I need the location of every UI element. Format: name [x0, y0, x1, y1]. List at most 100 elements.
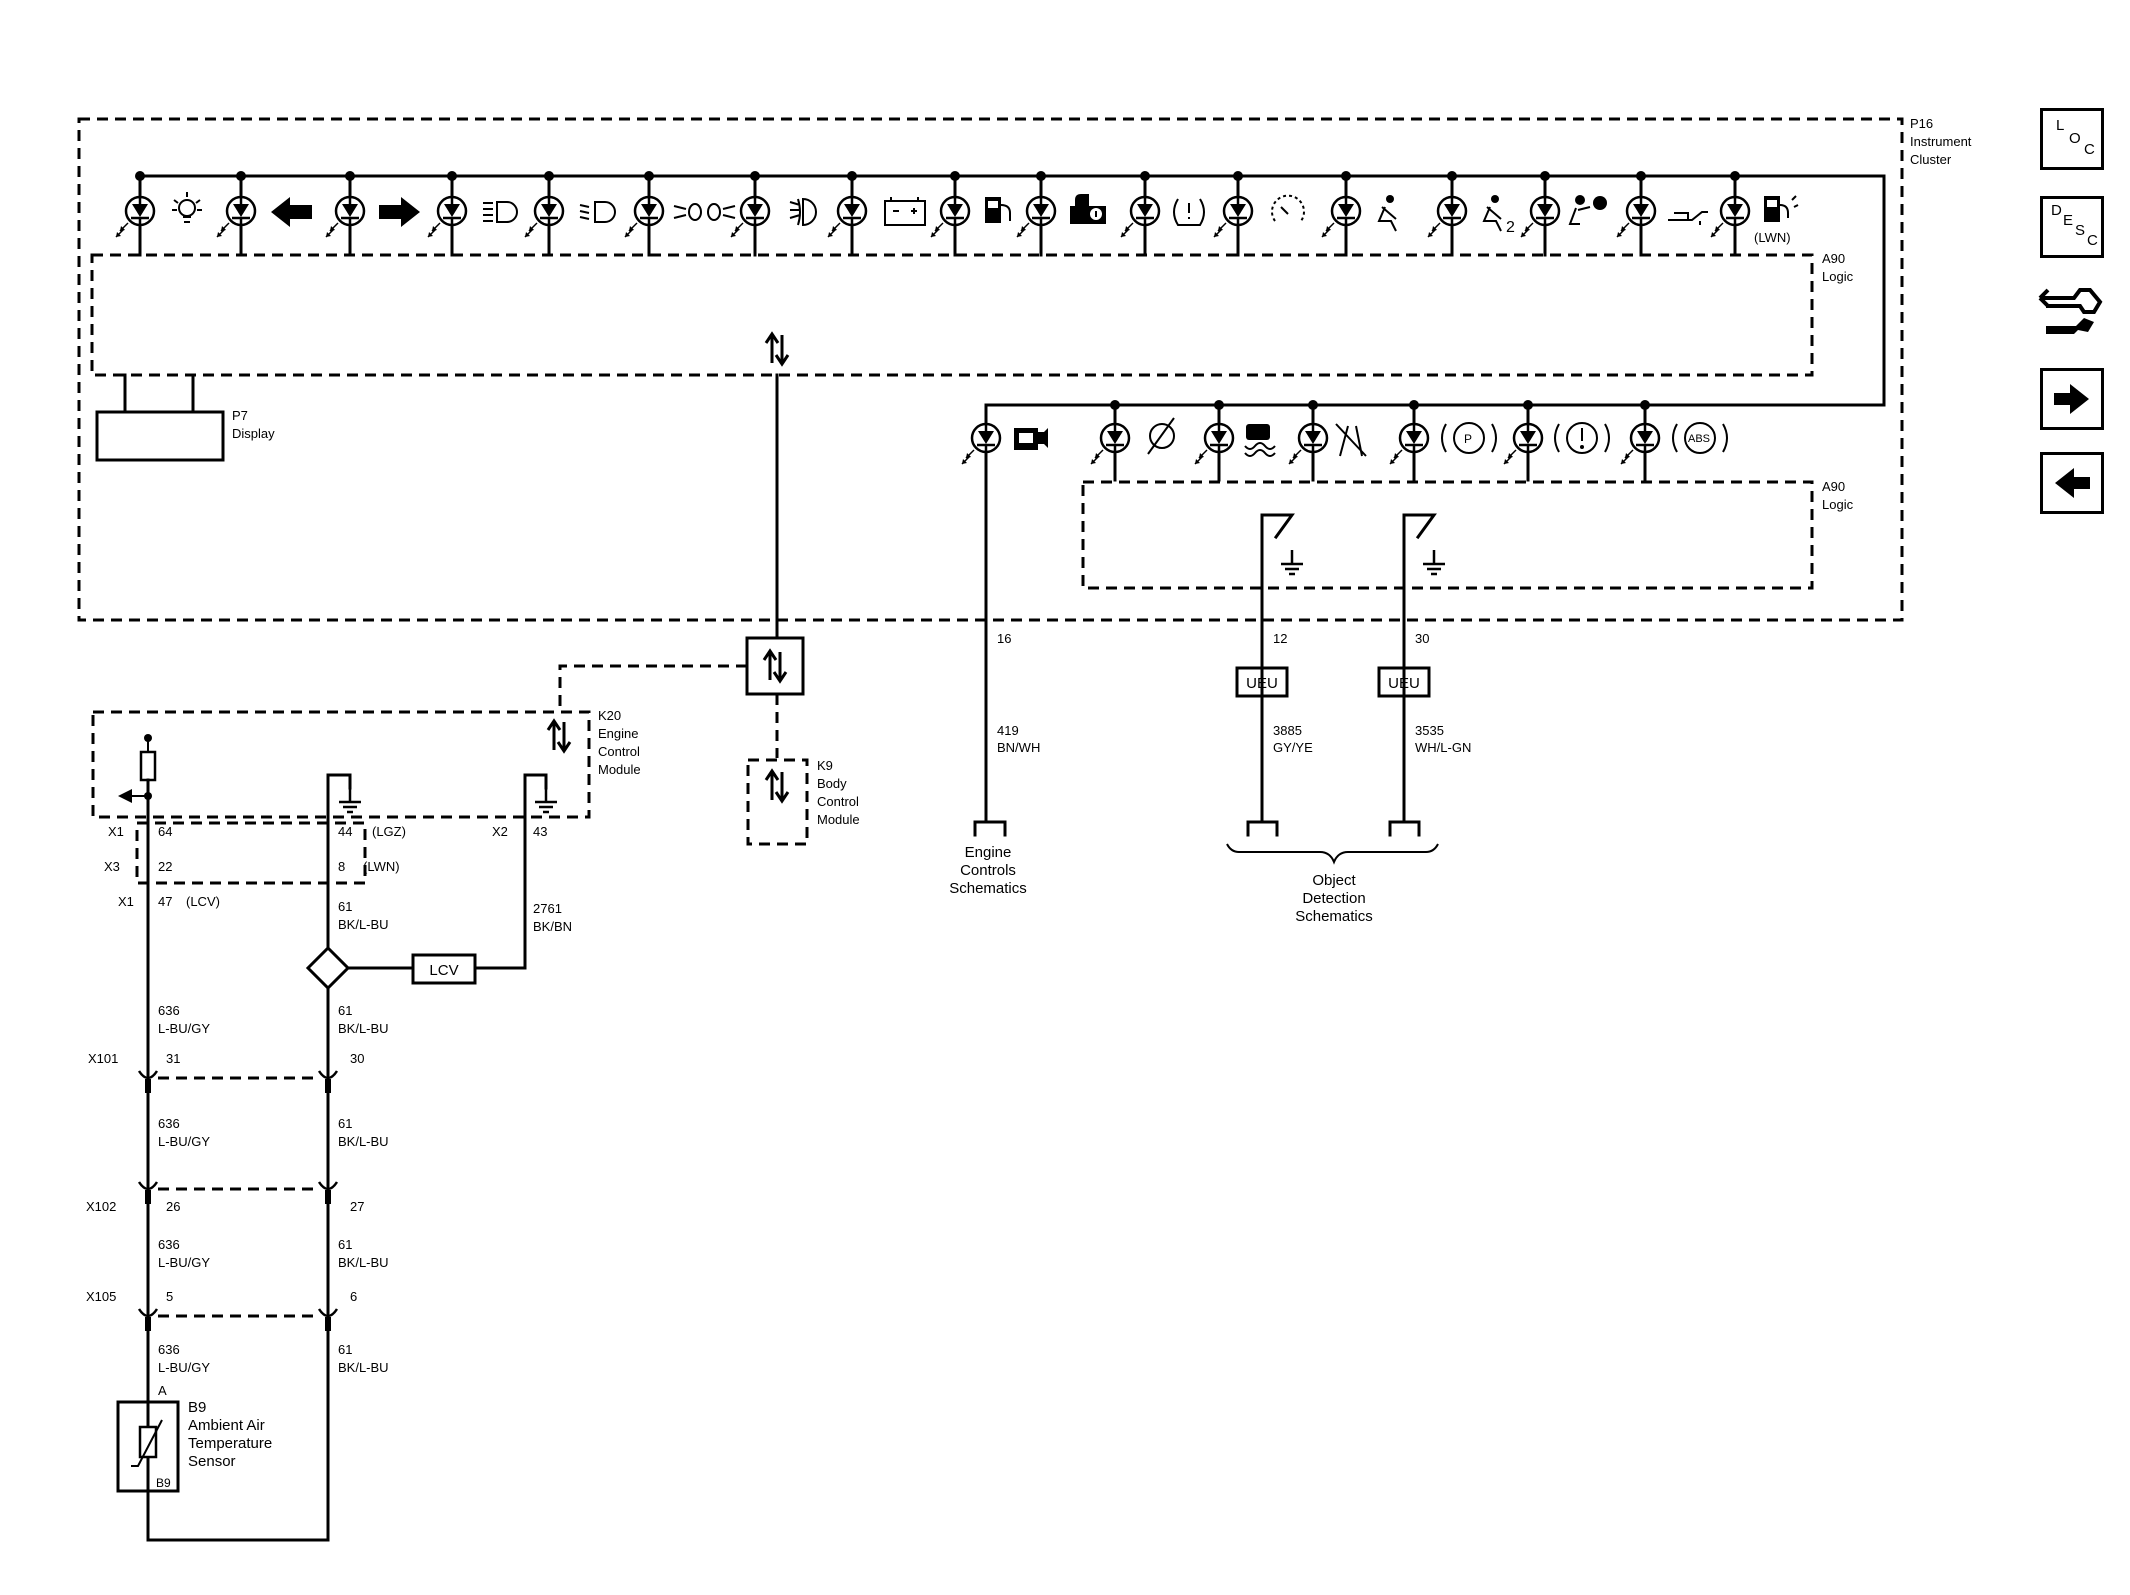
- x1b-label: X1: [118, 894, 134, 909]
- c2761: 2761: [533, 901, 562, 916]
- x3-option-box: [135, 821, 367, 885]
- option-lcv: (LCV): [186, 894, 220, 909]
- connector-wrench-icon: [2038, 288, 2103, 334]
- k20-l1: Engine: [598, 726, 638, 741]
- desc-letter-c: C: [2087, 232, 2098, 249]
- c2761-color: BK/BN: [533, 919, 572, 934]
- c61-d: 61: [338, 1237, 352, 1252]
- park-brake-icon: [1441, 422, 1497, 454]
- loc-letter-c: C: [2084, 141, 2095, 158]
- abs-letters: ABS: [1688, 433, 1710, 445]
- b9-tag: B9: [156, 1476, 171, 1490]
- p7-display-box: [95, 410, 225, 462]
- location-button[interactable]: L O C: [2040, 108, 2104, 170]
- a90-lower-id: A90: [1822, 479, 1845, 494]
- x105-pin-5: 5: [166, 1289, 173, 1304]
- x3-label: X3: [104, 859, 120, 874]
- passenger-seatbelt-icon: [1482, 195, 1502, 232]
- fog-lamp-icon: [789, 197, 817, 227]
- arrow-right-icon: [2054, 384, 2089, 414]
- x102-label: X102: [86, 1199, 116, 1214]
- b9-l3: Sensor: [188, 1453, 236, 1470]
- c61-a-color: BK/L-BU: [338, 917, 389, 932]
- a90-logic-upper-box: [90, 253, 1814, 377]
- top-indicator-lamps: [114, 174, 1751, 257]
- high-beam-icon: [483, 201, 518, 223]
- c636-c-color: L-BU/GY: [158, 1255, 210, 1270]
- x102-pin-27: 27: [350, 1199, 364, 1214]
- desc-letter-d: D: [2051, 202, 2062, 219]
- p16-label: P16: [1910, 116, 1933, 131]
- serial-data-gateway-box: [745, 636, 805, 696]
- previous-page-button[interactable]: [2040, 452, 2104, 514]
- x1-pin-64: 64: [158, 824, 172, 839]
- x101-label: X101: [88, 1051, 118, 1066]
- c61-e-color: BK/L-BU: [338, 1360, 389, 1375]
- object-ref-l3: Schematics: [1295, 908, 1373, 925]
- c636-d-color: L-BU/GY: [158, 1360, 210, 1375]
- lower-indicator-lamps: [960, 422, 1661, 466]
- loc-letter-l: L: [2056, 117, 2065, 134]
- x1-pin-44: 44: [338, 824, 352, 839]
- object-ref-l1: Object: [1312, 872, 1356, 889]
- option-lgz: (LGZ): [372, 824, 406, 839]
- k20-engine-control-module-box: [91, 710, 591, 819]
- k9-id: K9: [817, 758, 833, 773]
- k9-l1: Body: [817, 776, 847, 791]
- c61-b: 61: [338, 1003, 352, 1018]
- b9-pin-a: A: [158, 1383, 167, 1398]
- x101-pin-31: 31: [166, 1051, 180, 1066]
- fuel-low-icon: [985, 197, 1011, 223]
- x105-pin-6: 6: [350, 1289, 357, 1304]
- a90-logic-lower-box: [1081, 480, 1814, 590]
- parking-lamp-icon: [673, 203, 736, 221]
- pin-30: 30: [1415, 631, 1429, 646]
- c61-c: 61: [338, 1116, 352, 1131]
- a90-lower-label: Logic: [1822, 497, 1854, 512]
- object-detection-brace: [1226, 843, 1439, 865]
- p7-id: P7: [232, 408, 248, 423]
- k20-l3: Module: [598, 762, 641, 777]
- bulb-icon: [172, 192, 202, 223]
- circuit-419: 419: [997, 723, 1019, 738]
- c636-b: 636: [158, 1116, 180, 1131]
- low-beam-icon: [579, 201, 616, 223]
- x105-label: X105: [86, 1289, 116, 1304]
- connector-wrench-button[interactable]: [2036, 276, 2108, 346]
- engine-ref-l3: Schematics: [949, 880, 1027, 897]
- k20-id: K20: [598, 708, 621, 723]
- ueu-box-12: [1235, 666, 1289, 698]
- p16-instrument-cluster-box: [77, 117, 1904, 622]
- ueu-label-12: UEU: [1246, 675, 1278, 692]
- stability-control-icon: [1244, 424, 1276, 457]
- k9-l3: Module: [817, 812, 860, 827]
- object-ref-l2: Detection: [1302, 890, 1365, 907]
- pin-12: 12: [1273, 631, 1287, 646]
- traction-control-icon: [1147, 417, 1175, 455]
- lcv-label: LCV: [429, 962, 458, 979]
- x3-pin-22: 22: [158, 859, 172, 874]
- circuit-3535: 3535: [1415, 723, 1444, 738]
- option-lwn: (LWN): [363, 859, 400, 874]
- next-page-button[interactable]: [2040, 368, 2104, 430]
- park-brake-letter: P: [1464, 432, 1472, 446]
- oil-pressure-icon: [1668, 211, 1708, 225]
- circuit-3535-color: WH/L-GN: [1415, 740, 1471, 755]
- ueu-label-30: UEU: [1388, 675, 1420, 692]
- x1-label: X1: [108, 824, 124, 839]
- circuit-3885: 3885: [1273, 723, 1302, 738]
- circuit-3885-color: GY/YE: [1273, 740, 1313, 755]
- desc-letter-e: E: [2063, 212, 2074, 229]
- serial-data-arrows: [764, 332, 790, 366]
- p16-label-line1: Instrument: [1910, 134, 1972, 149]
- abs-icon: [1672, 422, 1728, 454]
- p16-label-line2: Cluster: [1910, 152, 1952, 167]
- battery-icon: [884, 197, 926, 226]
- b9-id: B9: [188, 1399, 206, 1416]
- k20-l2: Control: [598, 744, 640, 759]
- airbag-icon: [1568, 195, 1607, 225]
- c61-a: 61: [338, 899, 352, 914]
- lwn-option-top: (LWN): [1754, 230, 1791, 245]
- description-button[interactable]: D E S C: [2040, 196, 2104, 258]
